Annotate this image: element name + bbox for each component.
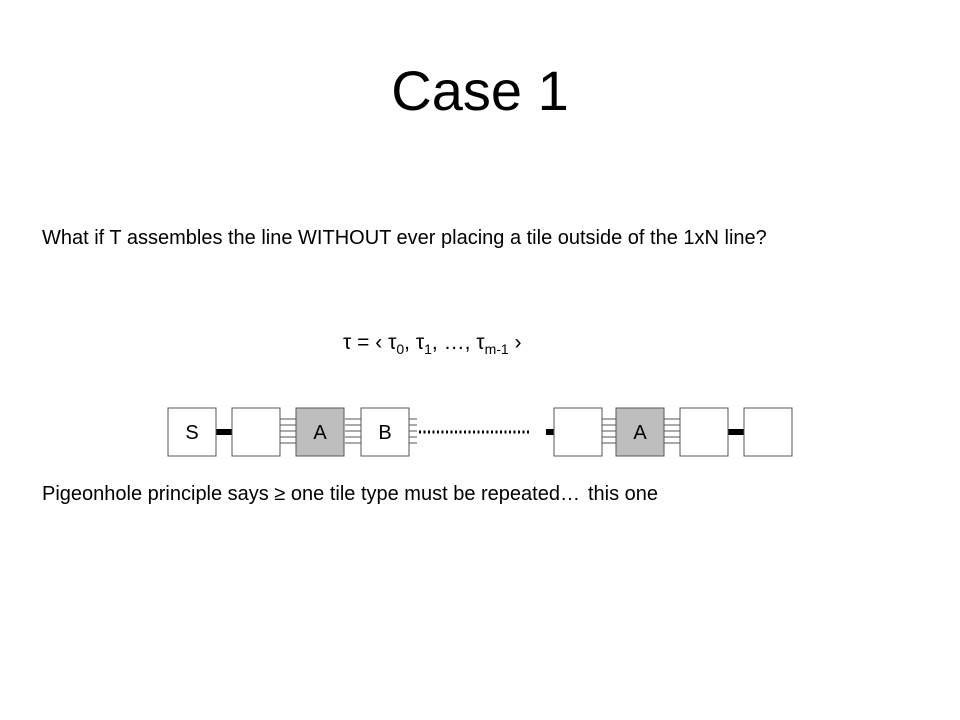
tile-4 xyxy=(553,407,603,457)
tau-item-0-base: τ xyxy=(388,331,397,354)
slide-title: Case 1 xyxy=(391,59,569,122)
bond-lines-blank-a2 xyxy=(600,418,616,444)
tau-equals: = ‹ xyxy=(351,331,389,354)
bond-lines-a-b xyxy=(345,418,361,444)
strong-glue-blank-blank xyxy=(728,429,744,435)
tau-close: › xyxy=(508,331,522,354)
tau-item-1-sub: 1 xyxy=(424,341,432,357)
question-text: What if T assembles the line WITHOUT eve… xyxy=(42,227,767,249)
tau-sequence: τ = ‹ τ0, τ1, …, τm-1 › xyxy=(343,330,522,356)
bond-lines-a2-blank xyxy=(664,418,680,444)
bond-lines-blank-a xyxy=(280,418,296,444)
bond-lines-b-right xyxy=(409,418,417,444)
tau-item-0-sub: 0 xyxy=(396,341,405,357)
pigeonhole-statement: Pigeonhole principle says ≥ one tile typ… xyxy=(42,483,580,505)
tau-item-2-base: τ xyxy=(476,331,485,354)
pigeonhole-text: Pigeonhole principle says ≥ one tile typ… xyxy=(42,482,658,506)
tau-item-0: τ0, xyxy=(388,331,416,357)
tile-3 xyxy=(360,407,410,457)
tau-item-2: τm-1 xyxy=(476,331,509,357)
tile-0-label: S xyxy=(185,422,198,444)
tile-2-label: A xyxy=(313,422,327,444)
tau-item-2-sub: m-1 xyxy=(484,341,509,357)
tau-sep-1: , …, xyxy=(431,331,477,354)
tau-item-1-base: τ xyxy=(415,331,425,354)
tau-sep-0: , xyxy=(404,331,416,354)
tau-item-1: τ1, …, xyxy=(415,331,477,357)
tile-5 xyxy=(615,407,665,457)
strong-glue-s-blank xyxy=(216,429,232,435)
tile-1 xyxy=(231,407,281,457)
tile-3-label: B xyxy=(378,422,391,444)
tile-2 xyxy=(295,407,345,457)
tau-symbol: τ xyxy=(343,331,352,354)
tile-5-label: A xyxy=(633,422,647,444)
tile-6 xyxy=(679,407,729,457)
glue-stub xyxy=(546,429,554,435)
this-one-label: this one xyxy=(587,483,659,505)
tile-7 xyxy=(743,407,793,457)
tile-0 xyxy=(167,407,217,457)
